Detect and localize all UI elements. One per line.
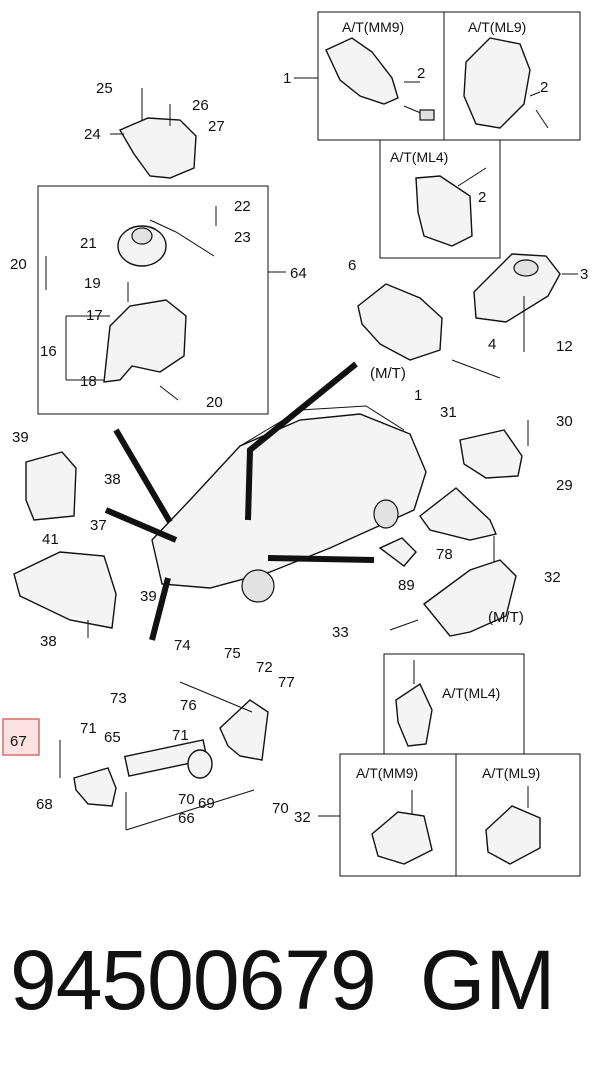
callout-25: 25 [96,80,113,97]
bracket-78-part [419,487,497,541]
highlighted-callout-frame [2,718,40,756]
callout-18: 18 [80,373,97,390]
bracket-32-part [422,559,517,637]
callout-2: 2 [417,65,425,82]
bottom-right-variant-frame: A/T(ML4) A/T(MM9) A/T(ML9) [318,653,581,877]
callout-1: 1 [283,70,291,87]
box-title-mm9-bottom: A/T(MM9) [356,765,418,781]
callout-38: 38 [40,633,57,650]
mm9-bottom-part [371,811,433,865]
footer: 94500679 GM [0,930,600,1040]
bracket-29-part [459,429,523,479]
callout-39: 39 [140,588,157,605]
callout-16: 16 [40,343,57,360]
bracket-37-part [13,551,117,629]
callout-33: 33 [332,624,349,641]
left-bracket-group [13,451,117,638]
callout-4: 4 [488,336,496,353]
callout-41: 41 [42,531,59,548]
box-title-ml9-bottom: A/T(ML9) [482,765,540,781]
vehicle-silhouette [104,361,427,641]
callout-73: 73 [110,690,127,707]
callout-31: 31 [440,404,457,421]
callout-37: 37 [90,517,107,534]
callout-78: 78 [436,546,453,563]
box-title-ml9-top: A/T(ML9) [468,19,526,35]
callout-68: 68 [36,796,53,813]
callout-69: 69 [198,795,215,812]
callout-26: 26 [192,97,209,114]
callout-77: 77 [278,674,295,691]
callout-75: 75 [224,645,241,662]
callout-21: 21 [80,235,97,252]
top-right-variant-frame: A/T(MM9) A/T(ML9) A/T(ML4) [294,11,581,259]
bracket-89-part [378,537,417,567]
ml9-bracket-part [463,37,531,129]
callout-70: 70 [178,791,195,808]
callout-20: 20 [206,394,223,411]
callout-66: 66 [178,810,195,827]
bracket-65-part [73,767,117,807]
callout-32: 32 [294,809,311,826]
bolt-part [419,109,435,121]
callout-6: 6 [348,257,356,274]
callout-22: 22 [234,198,251,215]
right-bracket-group [378,420,529,637]
mount-3-part [473,253,561,323]
part-number: 94500679 [10,933,377,1027]
mt-mount-group [357,253,578,379]
box-title-ml4-bottom: A/T(ML4) [442,685,500,701]
callout-2: 2 [478,189,486,206]
box-title-ml4-top: A/T(ML4) [390,149,448,165]
callout-24: 24 [84,126,101,143]
callout-12: 12 [556,338,573,355]
callout-32: 32 [544,569,561,586]
ml4-bracket-part [415,175,473,247]
callout-38: 38 [104,471,121,488]
callout-19: 19 [84,275,101,292]
callout-74: 74 [174,637,191,654]
bracket-41-part [25,451,77,521]
ml9-bottom-part [485,805,541,865]
callout-71: 71 [172,727,189,744]
mt-label-top: (M/T) [370,365,406,382]
callout-29: 29 [556,477,573,494]
bushing-69-part [187,749,213,779]
callout-39: 39 [12,429,29,446]
callout-20: 20 [10,256,27,273]
callout-89: 89 [398,577,415,594]
callout-30: 30 [556,413,573,430]
brand-name: GM [420,933,556,1027]
mt-label-bottom: (M/T) [488,609,524,626]
callout-71: 71 [80,720,97,737]
bracket-24-part [118,117,197,179]
ml4-bottom-part [395,682,433,747]
callout-1: 1 [414,387,422,404]
rod-part [123,739,209,777]
engine-mount-assembly-frame [37,88,286,415]
mm9-bracket-part [325,37,399,105]
mount-21-part [117,225,167,267]
callout-70: 70 [272,800,289,817]
callout-64: 64 [290,265,307,282]
callout-67: 67 [10,733,27,750]
callout-27: 27 [208,118,225,135]
callout-17: 17 [86,307,103,324]
box-title-mm9-top: A/T(MM9) [342,19,404,35]
callout-23: 23 [234,229,251,246]
bracket-17-part [103,299,187,383]
callout-76: 76 [180,697,197,714]
callout-2: 2 [540,79,548,96]
bracket-72-part [219,699,269,761]
callout-72: 72 [256,659,273,676]
lower-torque-rod-group [59,681,269,831]
callout-3: 3 [580,266,588,283]
mt-bracket-1-part [357,283,443,361]
callout-65: 65 [104,729,121,746]
